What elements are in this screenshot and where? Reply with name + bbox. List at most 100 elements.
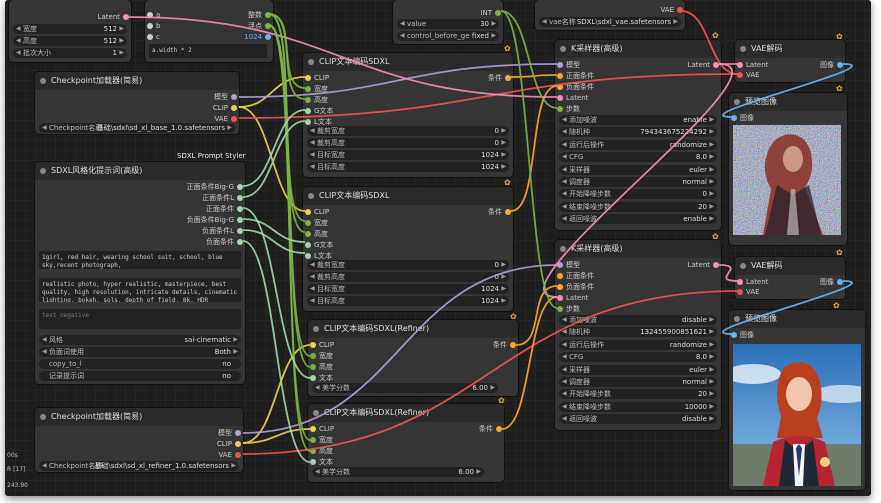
left-arrow-icon[interactable]: ◀ <box>562 202 567 210</box>
right-arrow-icon[interactable]: ▶ <box>709 128 714 136</box>
right-arrow-icon[interactable]: ▶ <box>709 365 714 373</box>
left-arrow-icon[interactable]: ◀ <box>562 365 567 373</box>
preview-image-base-node[interactable]: 预览图像 图像 <box>729 93 847 245</box>
vae-decode-refiner-node[interactable]: VAE解码 Latent VAE 图像 <box>735 257 845 299</box>
value-output[interactable]: 1024 <box>244 32 271 42</box>
negative-bigg-output[interactable]: 负面条件Big-G <box>187 215 244 225</box>
node-title[interactable]: K采样器(高级) <box>555 40 721 58</box>
model-input[interactable]: 模型 <box>557 260 580 270</box>
collapse-dot-icon[interactable] <box>734 316 740 322</box>
right-arrow-icon[interactable]: ▶ <box>709 140 714 148</box>
vae-input[interactable]: VAE <box>737 70 760 80</box>
steps-input[interactable]: 步数 <box>557 104 580 114</box>
model-input[interactable]: 模型 <box>557 60 580 70</box>
left-arrow-icon[interactable]: ◀ <box>562 190 567 198</box>
negative-input[interactable]: 负面条件 <box>557 82 594 92</box>
right-arrow-icon[interactable]: ▶ <box>709 415 714 423</box>
right-arrow-icon[interactable]: ▶ <box>709 202 714 210</box>
node-title[interactable]: CLIP文本编码SDXL(Refiner) <box>308 320 518 338</box>
positive-prompt-textbox[interactable]: 1girl, red hair, wearing school suit, sc… <box>39 251 241 269</box>
conditioning-output[interactable]: 条件 <box>488 207 511 217</box>
left-arrow-icon[interactable]: ◀ <box>562 128 567 136</box>
node-title[interactable]: 预览图像 <box>729 93 847 111</box>
math-expression-node[interactable]: a b c 整数 浮点 1024 a.width * 2 <box>145 0 273 62</box>
conditioning-output[interactable]: 条件 <box>493 340 516 350</box>
right-arrow-icon[interactable]: ▶ <box>709 215 714 223</box>
positive-input[interactable]: 正面条件 <box>557 271 594 281</box>
ksampler-advanced-refiner-node[interactable]: K采样器(高级) 模型 正面条件 负面条件 Latent 步数 Latent ◀… <box>555 240 721 430</box>
clip-text-encode-sdxl-negative-node[interactable]: CLIP文本编码SDXL CLIP 宽度 高度 G文本 L文本 条件 ◀裁剪宽度… <box>303 187 513 311</box>
node-title[interactable]: SDXL风格化提示词(高级) <box>35 162 245 180</box>
float-output[interactable]: 浮点 <box>248 21 271 31</box>
expression-textbox[interactable]: a.width * 2 <box>149 44 267 58</box>
int-output[interactable]: INT <box>480 8 501 18</box>
vae-decode-base-node[interactable]: VAE解码 Latent VAE 图像 <box>735 40 845 82</box>
left-arrow-icon[interactable]: ◀ <box>562 140 567 148</box>
input-b[interactable]: b <box>147 21 160 31</box>
right-arrow-icon[interactable]: ▶ <box>709 153 714 161</box>
right-arrow-icon[interactable]: ▶ <box>709 340 714 348</box>
positive-l-output[interactable]: 正面条件L <box>202 193 243 203</box>
node-title[interactable]: Checkpoint加载器(简易) <box>35 408 243 426</box>
clip-input[interactable]: CLIP <box>305 73 329 83</box>
ksampler-advanced-base-node[interactable]: K采样器(高级) 模型 正面条件 负面条件 Latent 步数 Latent ◀… <box>555 40 721 230</box>
sdxl-prompt-styler-node[interactable]: SDXL风格化提示词(高级) 正面条件Big-G 正面条件L 正面条件 负面条件… <box>35 162 245 384</box>
left-arrow-icon[interactable]: ◀ <box>562 340 567 348</box>
model-output[interactable]: 模型 <box>214 92 237 102</box>
g-text-input[interactable]: G文本 <box>305 106 333 116</box>
node-title[interactable]: Checkpoint加载器(简易) <box>35 72 239 90</box>
model-output[interactable]: 模型 <box>218 428 241 438</box>
node-title[interactable]: K采样器(高级) <box>555 240 721 258</box>
negative-prompt-textbox[interactable]: text_negative <box>39 309 241 329</box>
left-arrow-icon[interactable]: ◀ <box>562 415 567 423</box>
clip-output[interactable]: CLIP <box>213 103 238 113</box>
negative-l-output[interactable]: 负面条件L <box>202 226 243 236</box>
right-arrow-icon[interactable]: ▶ <box>709 178 714 185</box>
node-title[interactable]: VAE解码 <box>735 257 845 275</box>
text-input[interactable]: 文本 <box>310 373 333 383</box>
left-arrow-icon[interactable]: ◀ <box>562 165 567 173</box>
height-input[interactable]: 高度 <box>310 362 333 372</box>
latent-output[interactable]: Latent <box>98 12 130 22</box>
vae-output[interactable]: VAE <box>218 450 241 460</box>
checkpoint-name-widget[interactable]: ◀Checkpoint名称基础\sdxl\sd_xl_base_1.0.safe… <box>39 123 235 133</box>
positive-bigg-output[interactable]: 正面条件Big-G <box>187 182 244 192</box>
node-title[interactable]: CLIP文本编码SDXL <box>303 53 513 71</box>
height-input[interactable]: 高度 <box>305 229 328 239</box>
collapse-dot-icon[interactable] <box>308 59 314 65</box>
collapse-dot-icon[interactable] <box>308 193 314 199</box>
latent-input[interactable]: Latent <box>737 60 768 70</box>
collapse-dot-icon[interactable] <box>40 414 46 420</box>
input-c[interactable]: c <box>147 32 160 42</box>
int-output[interactable]: 整数 <box>248 10 271 20</box>
left-arrow-icon[interactable]: ◀ <box>562 390 567 398</box>
g-text-input[interactable]: G文本 <box>305 240 333 250</box>
vae-input[interactable]: VAE <box>737 287 760 297</box>
left-arrow-icon[interactable]: ◀ <box>562 178 567 185</box>
left-arrow-icon[interactable]: ◀ <box>562 316 567 323</box>
right-arrow-icon[interactable]: ▶ <box>709 190 714 198</box>
clip-text-encode-refiner-positive-node[interactable]: CLIP文本编码SDXL(Refiner) CLIP 宽度 高度 文本 条件 ◀… <box>308 320 518 396</box>
